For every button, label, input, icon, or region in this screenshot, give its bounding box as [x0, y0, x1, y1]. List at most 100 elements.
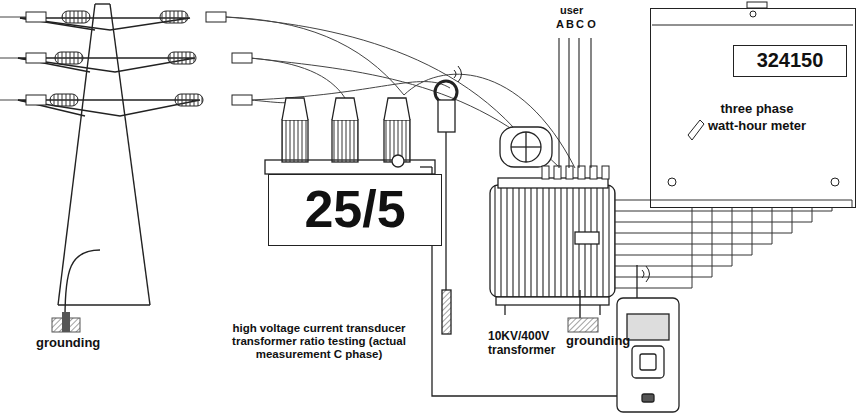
- test-note: high voltage current transducer transfor…: [212, 322, 426, 362]
- insulator-string: [62, 11, 90, 23]
- line-terminal: [26, 53, 46, 63]
- user-lead: [559, 38, 591, 168]
- line-terminal: [26, 12, 252, 105]
- meter-wiring: [615, 208, 712, 277]
- meter-case: [652, 2, 853, 186]
- meter-case: [750, 11, 756, 17]
- ground-label: grounding: [566, 334, 646, 349]
- ground-wire: [579, 290, 580, 318]
- clamp-meter: [442, 290, 451, 334]
- current-transformer: [282, 120, 308, 162]
- transmission-tower: [58, 4, 95, 305]
- phase-label: A: [555, 18, 565, 31]
- insulator-string: [55, 52, 83, 64]
- power-line: [250, 58, 345, 98]
- user-lead: [568, 38, 569, 168]
- handheld-tester: [627, 314, 669, 340]
- current-transformer: [392, 155, 404, 167]
- ground-label: grounding: [36, 336, 116, 351]
- insulator-string: [50, 94, 78, 106]
- clamp-sensor: [688, 120, 704, 140]
- power-transformer: [511, 146, 541, 147]
- current-transformer: [265, 98, 435, 174]
- node-text: 324150: [734, 46, 846, 74]
- line-terminal: [26, 95, 46, 105]
- current-transformer: [282, 98, 308, 120]
- transmission-tower: [110, 4, 150, 305]
- power-line: [0, 100, 18, 101]
- power-transformer: [511, 132, 541, 162]
- user-lead: [590, 38, 591, 168]
- low-voltage-bushing: [542, 166, 549, 179]
- meter-case: [831, 178, 839, 186]
- phase-label: O: [586, 18, 597, 31]
- low-voltage-bushing: [602, 166, 609, 179]
- line-terminal: [232, 53, 252, 63]
- insulator-string: [175, 94, 203, 106]
- phase-label: C: [575, 18, 585, 31]
- transformer-label: 10KV/400V transformer: [488, 330, 570, 358]
- user-lead: [578, 38, 579, 168]
- test-lead: [432, 167, 626, 410]
- ground-wire: [65, 250, 100, 318]
- secondary-lead: [420, 166, 432, 167]
- transmission-tower: [58, 304, 150, 305]
- insulator-string: [50, 11, 203, 106]
- handheld-tester: [642, 266, 650, 282]
- meter-wiring: [615, 208, 812, 222]
- ratio-plate: 25/5: [268, 174, 442, 246]
- meter-wiring: [615, 208, 832, 211]
- clamp-meter: [454, 66, 462, 82]
- user-lead: [558, 38, 559, 168]
- power-line: [250, 82, 450, 100]
- power-line: [0, 58, 18, 59]
- handheld-tester: [632, 346, 664, 378]
- handheld-tester: [642, 394, 654, 402]
- low-voltage-bushing: [542, 166, 609, 179]
- meter-case: [668, 178, 676, 186]
- ground-wire: [65, 250, 100, 318]
- power-transformer: [575, 232, 599, 244]
- transmission-tower: [18, 4, 200, 305]
- ground-rod: [62, 312, 70, 332]
- line-terminal: [232, 95, 252, 105]
- meter-wiring: [615, 208, 692, 288]
- meter-wiring: [615, 208, 772, 244]
- clamp-meter: [438, 100, 455, 132]
- phase-label: B: [565, 18, 575, 31]
- current-transformer: [384, 98, 410, 120]
- meter-display: 324150: [733, 45, 847, 77]
- transmission-tower: [95, 3, 110, 4]
- node-text: three phase watt-hour meter: [707, 101, 807, 135]
- handheld-tester: [636, 265, 637, 300]
- power-transformer: [599, 305, 600, 315]
- power-transformer: [490, 127, 615, 315]
- insulator-string: [160, 11, 188, 23]
- insulator-string: [168, 52, 196, 64]
- power-line: [404, 74, 575, 168]
- user-label: user: [560, 4, 600, 17]
- low-voltage-bushing: [554, 166, 561, 179]
- power-transformer: [504, 305, 505, 315]
- line-terminal: [26, 12, 46, 22]
- handheld-tester: [617, 298, 679, 412]
- power-transformer: [490, 185, 615, 297]
- power-transformer: [500, 127, 552, 167]
- watt-hour-meter: three phase watt-hour meter 324150: [650, 8, 856, 208]
- ground-block: [568, 318, 598, 332]
- current-transformer: [332, 120, 358, 162]
- line-terminal: [206, 12, 226, 22]
- power-line: [226, 17, 545, 168]
- meter-wiring: [615, 208, 732, 266]
- meter-wiring: [615, 208, 792, 233]
- power-line: [250, 58, 560, 168]
- meter-wiring: [615, 200, 852, 288]
- power-line: [0, 17, 575, 168]
- current-transformer: [332, 98, 358, 120]
- meter-wiring: [615, 208, 752, 255]
- meter-case: [652, 25, 853, 26]
- power-transformer: [496, 297, 609, 305]
- node-text: 25/5: [269, 175, 441, 243]
